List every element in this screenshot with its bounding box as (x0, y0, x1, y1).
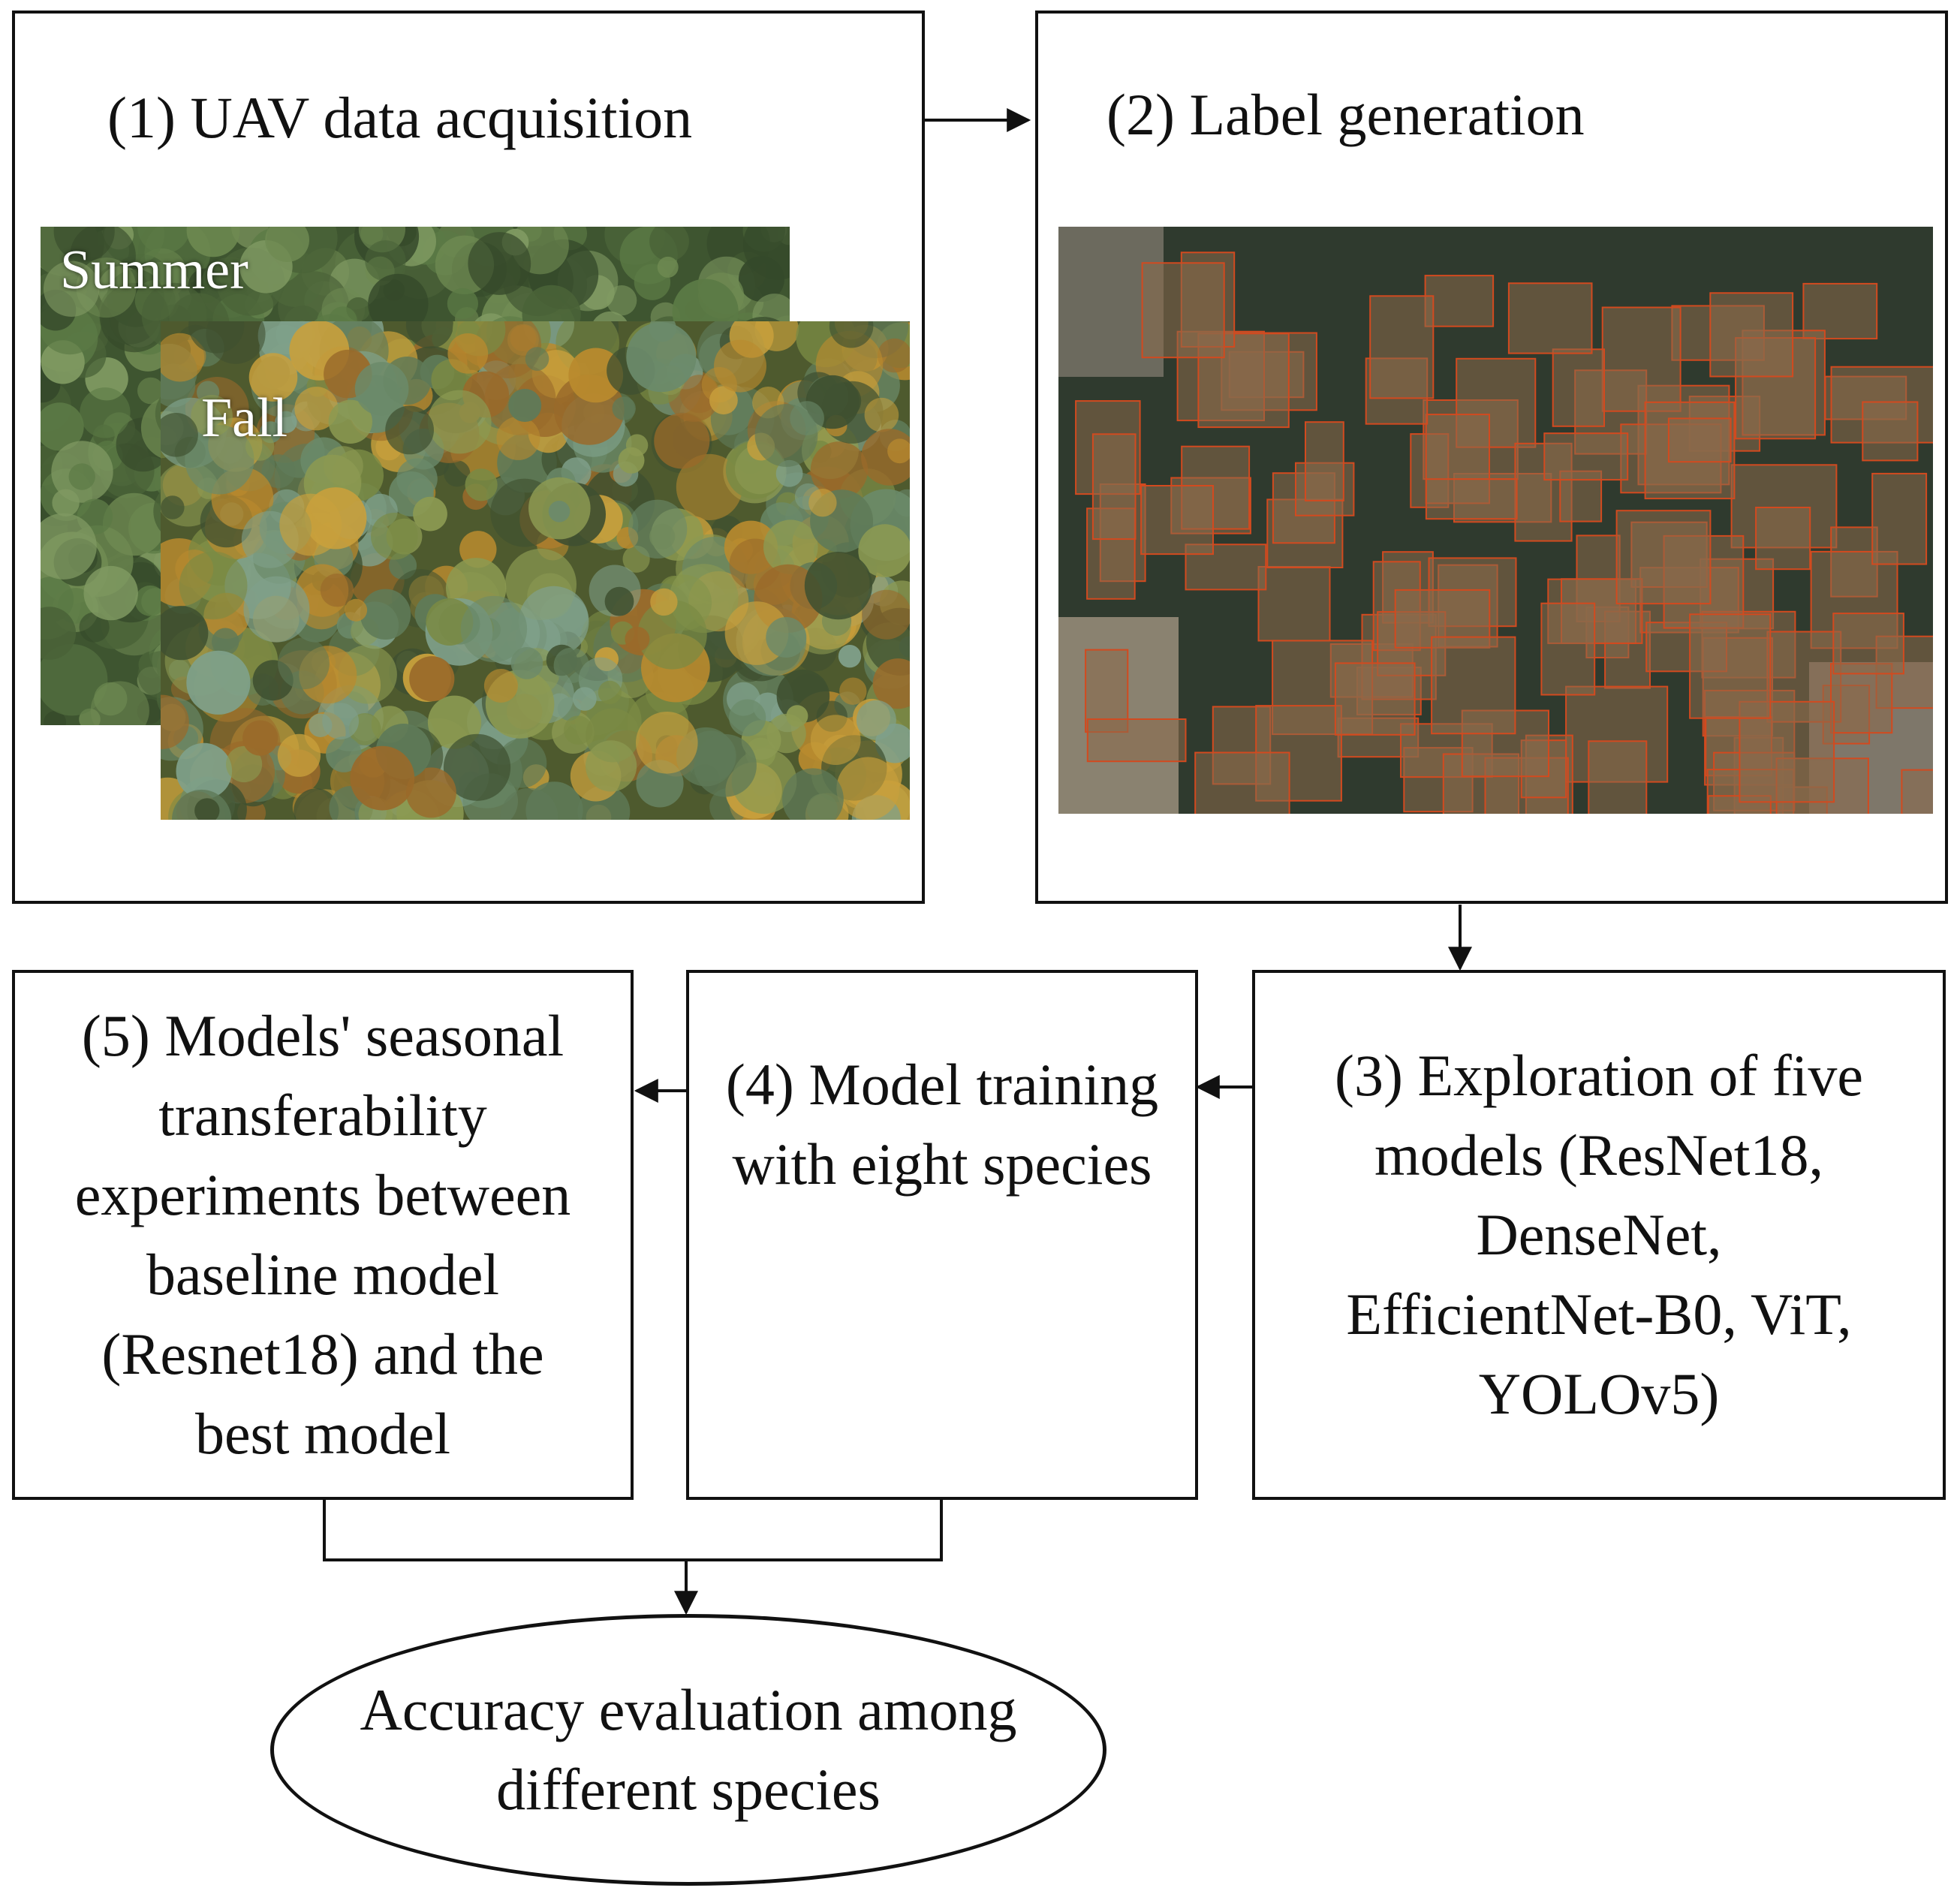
labeled-tree-crowns-image (1058, 227, 1933, 814)
step-5-line: best model (194, 1401, 451, 1466)
step-3-model-exploration-box (1252, 970, 1946, 1500)
step-5-line: (Resnet18) and the (101, 1321, 544, 1387)
step-5-text: (5) Models' seasonal transferability exp… (15, 973, 631, 1497)
step-4-line: with eight species (732, 1131, 1152, 1197)
step-3-line: models (ResNet18, (1374, 1122, 1823, 1188)
step-5-line: baseline model (146, 1242, 500, 1307)
summer-label: Summer (60, 239, 248, 301)
step-4-text: (4) Model training with eight species (689, 973, 1195, 1276)
step-5-line: experiments between (74, 1162, 571, 1227)
step-4-line: (4) Model training (725, 1052, 1159, 1117)
fall-label: Fall (201, 387, 288, 449)
step-3-line: YOLOv5) (1478, 1361, 1720, 1426)
step-3-text: (3) Exploration of five models (ResNet18… (1255, 973, 1943, 1497)
step-2-title: (2) Label generation (1106, 82, 1585, 147)
step-5-line: (5) Models' seasonal (81, 1003, 565, 1068)
step-5-line: transferability (158, 1082, 487, 1148)
step-1-title: (1) UAV data acquisition (107, 85, 693, 150)
fall-aerial-image (161, 321, 910, 820)
step-3-line: DenseNet, (1476, 1202, 1722, 1267)
step-3-line: (3) Exploration of five (1335, 1043, 1863, 1108)
step-5-seasonal-transferability-box (12, 970, 634, 1500)
result-line: different species (496, 1757, 881, 1822)
result-line: Accuracy evaluation among (360, 1677, 1017, 1742)
merge-connector (323, 1500, 943, 1561)
step-4-model-training-box (686, 970, 1198, 1500)
accuracy-evaluation-ellipse (270, 1614, 1106, 1886)
step-3-line: EfficientNet-B0, ViT, (1346, 1281, 1852, 1347)
accuracy-evaluation-text: Accuracy evaluation among different spec… (273, 1617, 1103, 1883)
